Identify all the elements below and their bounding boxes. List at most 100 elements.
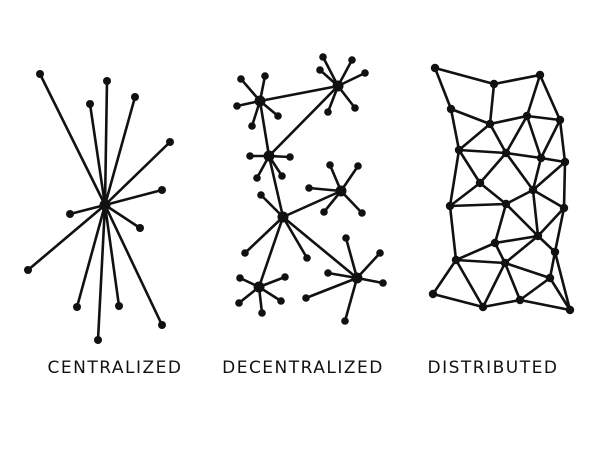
mesh-node <box>490 238 500 248</box>
leaf-node <box>248 122 256 130</box>
mesh-node <box>485 119 495 129</box>
spoke-edge <box>103 188 164 207</box>
mesh-edge <box>558 118 567 164</box>
leaf-node <box>158 321 166 329</box>
spoke-edge <box>96 203 107 342</box>
centralized-network <box>24 70 174 344</box>
leaf-node <box>305 184 313 192</box>
mesh-edge <box>553 206 566 254</box>
spoke-edge <box>343 276 359 323</box>
leaf-node <box>237 75 245 83</box>
mesh-edge <box>548 276 572 312</box>
mesh-edge <box>481 261 507 309</box>
leaf-node <box>86 100 94 108</box>
mesh-edge <box>504 202 540 238</box>
leaf-node <box>115 302 123 310</box>
mesh-node <box>445 201 455 211</box>
distributed-network <box>428 63 575 315</box>
leaf-node <box>233 102 241 110</box>
mesh-edge <box>493 234 540 245</box>
leaf-node <box>324 269 332 277</box>
leaf-node <box>261 72 269 80</box>
spoke-edge <box>103 203 121 308</box>
mesh-node <box>528 185 538 195</box>
hub-link-edge <box>257 215 285 289</box>
mesh-edge <box>503 234 540 265</box>
spoke-edge <box>281 215 309 260</box>
leaf-node <box>253 174 261 182</box>
mesh-edge <box>448 204 458 262</box>
hub-node <box>335 185 347 197</box>
spoke-edge <box>103 79 109 207</box>
mesh-node <box>550 247 560 257</box>
leaf-node <box>351 104 359 112</box>
mesh-edge <box>454 241 497 262</box>
leaf-node <box>358 209 366 217</box>
leaf-node <box>131 93 139 101</box>
mesh-edge <box>493 202 508 245</box>
mesh-edge <box>553 250 572 312</box>
leaf-node <box>303 254 311 262</box>
leaf-node <box>258 309 266 317</box>
spoke-edge <box>304 276 359 300</box>
mesh-node <box>522 111 532 121</box>
leaf-node <box>235 299 243 307</box>
hub-node <box>351 272 363 284</box>
hub-link-edge <box>267 154 285 219</box>
leaf-node <box>73 303 81 311</box>
hub-node <box>263 150 275 162</box>
decentralized-label: DECENTRALIZED <box>222 358 384 378</box>
leaf-node <box>278 172 286 180</box>
mesh-node <box>451 255 461 265</box>
leaf-node <box>257 191 265 199</box>
mesh-edge <box>448 202 508 208</box>
mesh-edge <box>488 114 529 126</box>
mesh-node <box>446 104 456 114</box>
mesh-edge <box>504 188 535 206</box>
leaf-node <box>241 249 249 257</box>
decentralized-network <box>233 53 387 325</box>
leaf-node <box>316 66 324 74</box>
mesh-node <box>559 203 569 213</box>
leaf-node <box>274 112 282 120</box>
hub-link-edge <box>281 189 343 219</box>
leaf-node <box>277 297 285 305</box>
leaf-node <box>281 273 289 281</box>
leaf-node <box>341 317 349 325</box>
mesh-edge <box>433 66 453 111</box>
mesh-edge <box>548 250 557 280</box>
mesh-edge <box>539 118 562 160</box>
leaf-node <box>166 138 174 146</box>
hub-link-edge <box>258 84 340 103</box>
central-hub-node <box>99 199 111 211</box>
leaf-node <box>286 153 294 161</box>
spoke-edge <box>88 102 107 207</box>
mesh-node <box>489 79 499 89</box>
leaf-node <box>36 70 44 78</box>
leaf-node <box>158 186 166 194</box>
hub-node <box>277 211 289 223</box>
leaf-node <box>302 294 310 302</box>
hub-link-edge <box>258 99 271 158</box>
mesh-node <box>430 63 440 73</box>
mesh-edge <box>531 156 543 192</box>
leaf-node <box>236 274 244 282</box>
mesh-edge <box>488 82 496 126</box>
leaf-node <box>246 152 254 160</box>
spoke-edge <box>355 251 382 280</box>
leaf-node <box>103 77 111 85</box>
mesh-edge <box>525 114 543 160</box>
leaf-node <box>379 279 387 287</box>
mesh-edge <box>454 258 485 309</box>
mesh-edge <box>457 148 508 155</box>
mesh-node <box>533 231 543 241</box>
mesh-edge <box>478 151 508 185</box>
mesh-edge <box>518 276 552 302</box>
mesh-edge <box>531 188 566 210</box>
mesh-edge <box>488 122 508 155</box>
mesh-edge <box>457 122 492 152</box>
spoke-edge <box>75 203 107 309</box>
mesh-edge <box>518 298 572 312</box>
hub-node <box>254 95 266 107</box>
mesh-node <box>536 153 546 163</box>
